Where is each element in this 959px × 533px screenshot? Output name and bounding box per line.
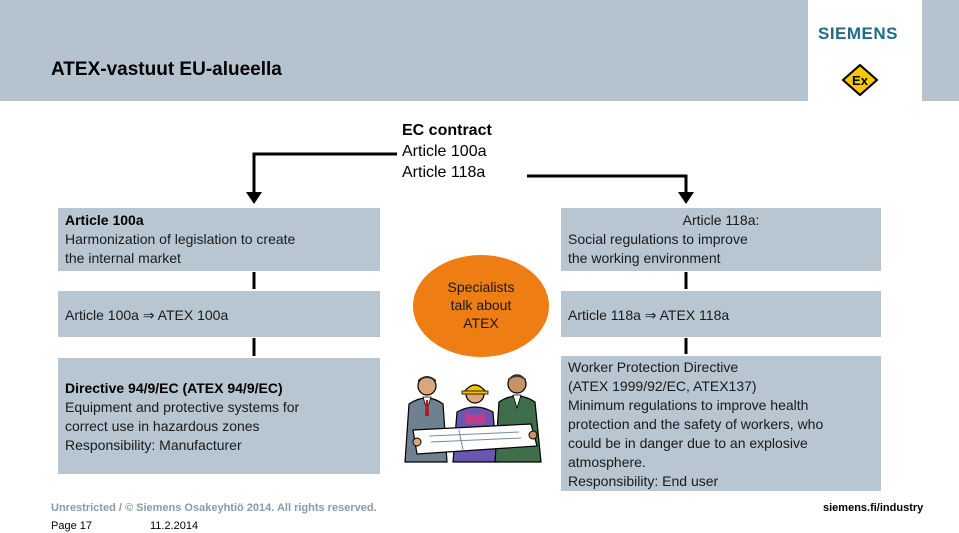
left-box3-title: Directive 94/9/EC (ATEX 94/9/EC): [65, 380, 283, 396]
left-arrowhead: [246, 192, 262, 204]
ex-hazard-icon: Ex: [842, 64, 878, 96]
left-box3-line1: Equipment and protective systems for: [65, 399, 300, 415]
left-box3-line2: correct use in hazardous zones: [65, 418, 260, 434]
logo-area: SIEMENS Ex: [808, 0, 922, 101]
right-box2-text: Article 118a ⇒ ATEX 118a: [568, 307, 730, 323]
left-box2-text: Article 100a ⇒ ATEX 100a: [65, 307, 229, 323]
ec-contract-article-118a: Article 118a: [402, 164, 486, 181]
oval-line-1: Specialists: [447, 279, 515, 295]
left-box1-line1: Harmonization of legislation to create: [65, 231, 296, 247]
right-box3-line4: protection and the safety of workers, wh…: [568, 416, 824, 432]
footer-url: siemens.fi/industry: [823, 502, 924, 514]
footer-copyright: Unrestricted / © Siemens Osakeyhtiö 2014…: [51, 502, 377, 514]
right-box3-line2: (ATEX 1999/92/EC, ATEX137): [568, 378, 757, 394]
right-box3-line7: Responsibility: End user: [568, 473, 719, 489]
right-box-worker-protection: [561, 356, 881, 491]
footer-page-number: Page 17: [51, 520, 92, 532]
right-box1-line1: Social regulations to improve: [568, 231, 748, 247]
ex-mark-label: Ex: [852, 73, 869, 88]
page-title: ATEX-vastuut EU-alueella: [51, 59, 282, 80]
left-box-directive: [58, 358, 380, 474]
right-box1-title: Article 118a:: [682, 212, 760, 228]
right-box3-line3: Minimum regulations to improve health: [568, 397, 809, 413]
left-box1-line2: the internal market: [65, 250, 181, 266]
ec-contract-article-100a: Article 100a: [402, 143, 487, 160]
footer-date: 11.2.2014: [150, 520, 199, 532]
siemens-logo: SIEMENS: [818, 24, 899, 43]
left-connector-line: [252, 152, 397, 193]
left-box3-line3: Responsibility: Manufacturer: [65, 437, 242, 453]
header-band: [0, 0, 959, 101]
left-box1-title: Article 100a: [65, 212, 144, 228]
right-box3-line6: atmosphere.: [568, 454, 646, 470]
right-connector-line: [527, 174, 688, 193]
specialists-oval-text: Specialists talk about ATEX: [413, 278, 549, 332]
workers-reviewing-plans-illustration: [404, 374, 542, 463]
oval-line-3: ATEX: [463, 315, 499, 331]
right-box-article-118a: [561, 208, 881, 271]
right-box1-line2: the working environment: [568, 250, 721, 266]
ec-contract-title: EC contract: [402, 122, 492, 139]
oval-line-2: talk about: [450, 297, 512, 313]
specialists-oval: [413, 255, 549, 357]
right-arrowhead: [678, 192, 694, 204]
left-box-atex-100a: [58, 291, 380, 337]
right-box3-line5: could be in danger due to an explosive: [568, 435, 808, 451]
ec-contract-block: EC contract Article 100a Article 118a: [402, 120, 492, 183]
right-box3-line1: Worker Protection Directive: [568, 359, 739, 375]
right-box-atex-118a: [561, 291, 881, 337]
left-box-article-100a: [58, 208, 380, 271]
